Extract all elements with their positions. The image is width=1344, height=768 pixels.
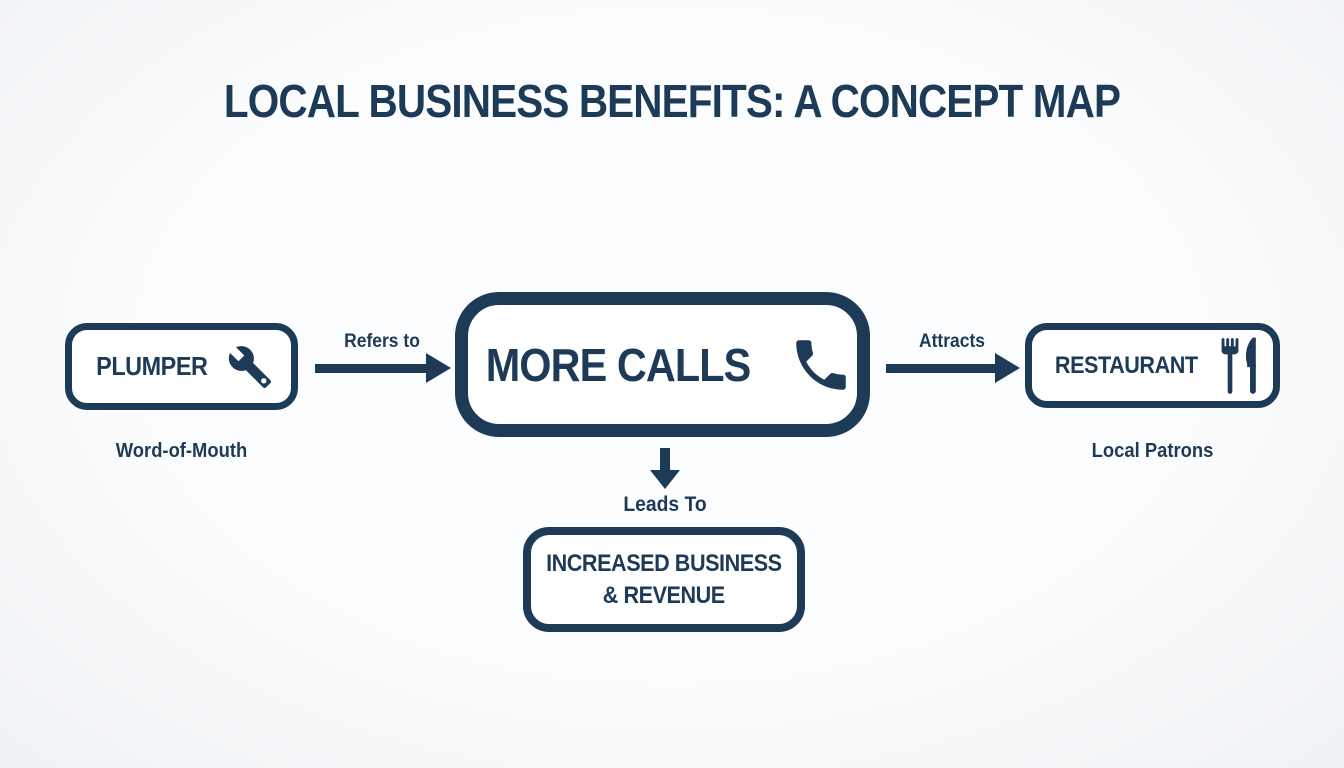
attracts-arrow-head [995, 353, 1020, 383]
attracts-arrow-shaft [886, 364, 996, 373]
utensils-icon [1221, 337, 1256, 394]
restaurant-sublabel: Local Patrons [1091, 440, 1214, 462]
plumber-sublabel: Word-of-Mouth [115, 440, 248, 462]
restaurant-label: RESTAURANT [1055, 351, 1198, 379]
refers-to-arrow-shaft [315, 364, 427, 373]
outcome-label-line2: & REVENUE [603, 581, 725, 609]
node-more-calls: MORE CALLS [455, 292, 870, 437]
leads-to-arrow-shaft [660, 448, 670, 471]
refers-to-arrow-head [426, 353, 451, 383]
plumber-label: PLUMPER [95, 351, 208, 381]
edge-label-attracts: Attracts [918, 331, 986, 352]
node-plumber: PLUMPER [65, 323, 298, 410]
outcome-label-line1: INCREASED BUSINESS [546, 549, 782, 577]
more-calls-label: MORE CALLS [486, 338, 752, 391]
edge-label-leads-to: Leads To [623, 493, 707, 516]
edge-label-refers-to: Refers to [344, 331, 420, 352]
node-restaurant: RESTAURANT [1025, 323, 1280, 408]
leads-to-arrow-head [650, 470, 680, 489]
node-outcome: INCREASED BUSINESS & REVENUE [523, 527, 805, 632]
page-title: LOCAL BUSINESS BENEFITS: A CONCEPT MAP [223, 75, 1121, 127]
phone-icon [795, 339, 846, 390]
wrench-icon [229, 345, 272, 388]
